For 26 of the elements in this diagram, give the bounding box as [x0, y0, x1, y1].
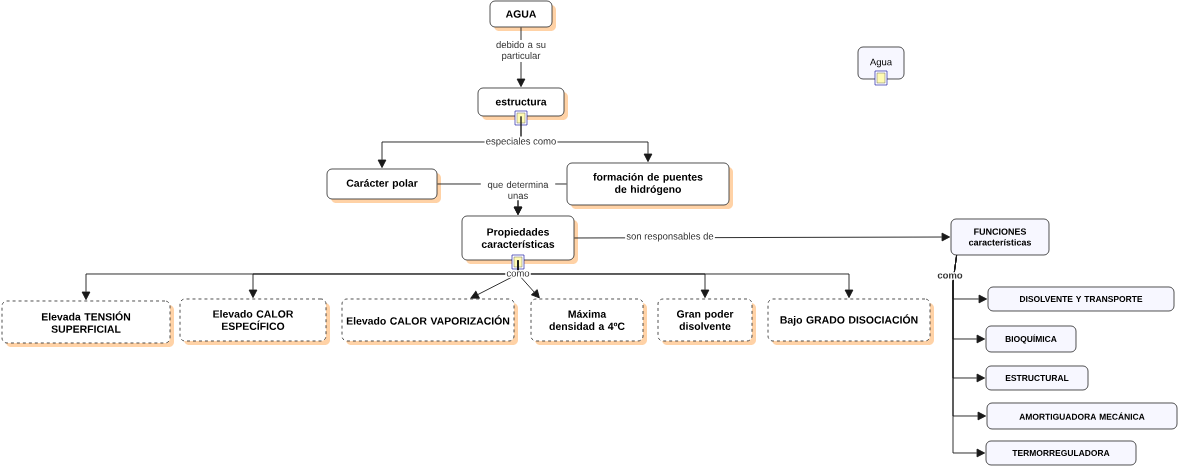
- property-box: Elevado CALOR VAPORIZACIÓN: [341, 298, 518, 345]
- concept-box: formación de puentes de hidrógeno: [566, 162, 733, 209]
- function-box: TERMORREGULADORA: [985, 440, 1137, 466]
- concept-box: estructura: [477, 87, 568, 120]
- property-box: Elevada TENSIÓN SUPERFICIAL: [1, 300, 174, 347]
- function-box: BIOQUÍMICA: [985, 325, 1077, 353]
- property-box: Elevado CALOR ESPECÍFICO: [179, 298, 330, 345]
- arrow: [952, 254, 986, 458]
- concept-box: AGUA: [489, 0, 556, 31]
- edge-label: como: [936, 272, 964, 280]
- arrow: [517, 259, 854, 299]
- concept-box: Carácter polar: [326, 168, 441, 203]
- function-box: FUNCIONES características: [950, 218, 1050, 256]
- function-box: DISOLVENTE Y TRANSPORTE: [987, 286, 1175, 312]
- edge-label: son responsables de: [625, 231, 715, 243]
- edge-label: especiales como: [484, 136, 558, 148]
- topic-box: Agua: [857, 46, 905, 80]
- edge-label: que determina unas: [480, 179, 556, 201]
- concept-box: Propiedades características: [461, 215, 578, 264]
- function-box: ESTRUCTURAL: [985, 365, 1089, 391]
- edge-label: debido a su particular: [487, 39, 555, 63]
- property-box: Máxima densidad a 4ºC: [530, 298, 647, 345]
- property-box: Gran poder disolvente: [657, 298, 756, 345]
- edge-label: como: [505, 270, 531, 278]
- function-box: AMORTIGUADORA MECÁNICA: [986, 402, 1178, 430]
- property-box: Bajo GRADO DISOCIACIÓN: [767, 298, 934, 345]
